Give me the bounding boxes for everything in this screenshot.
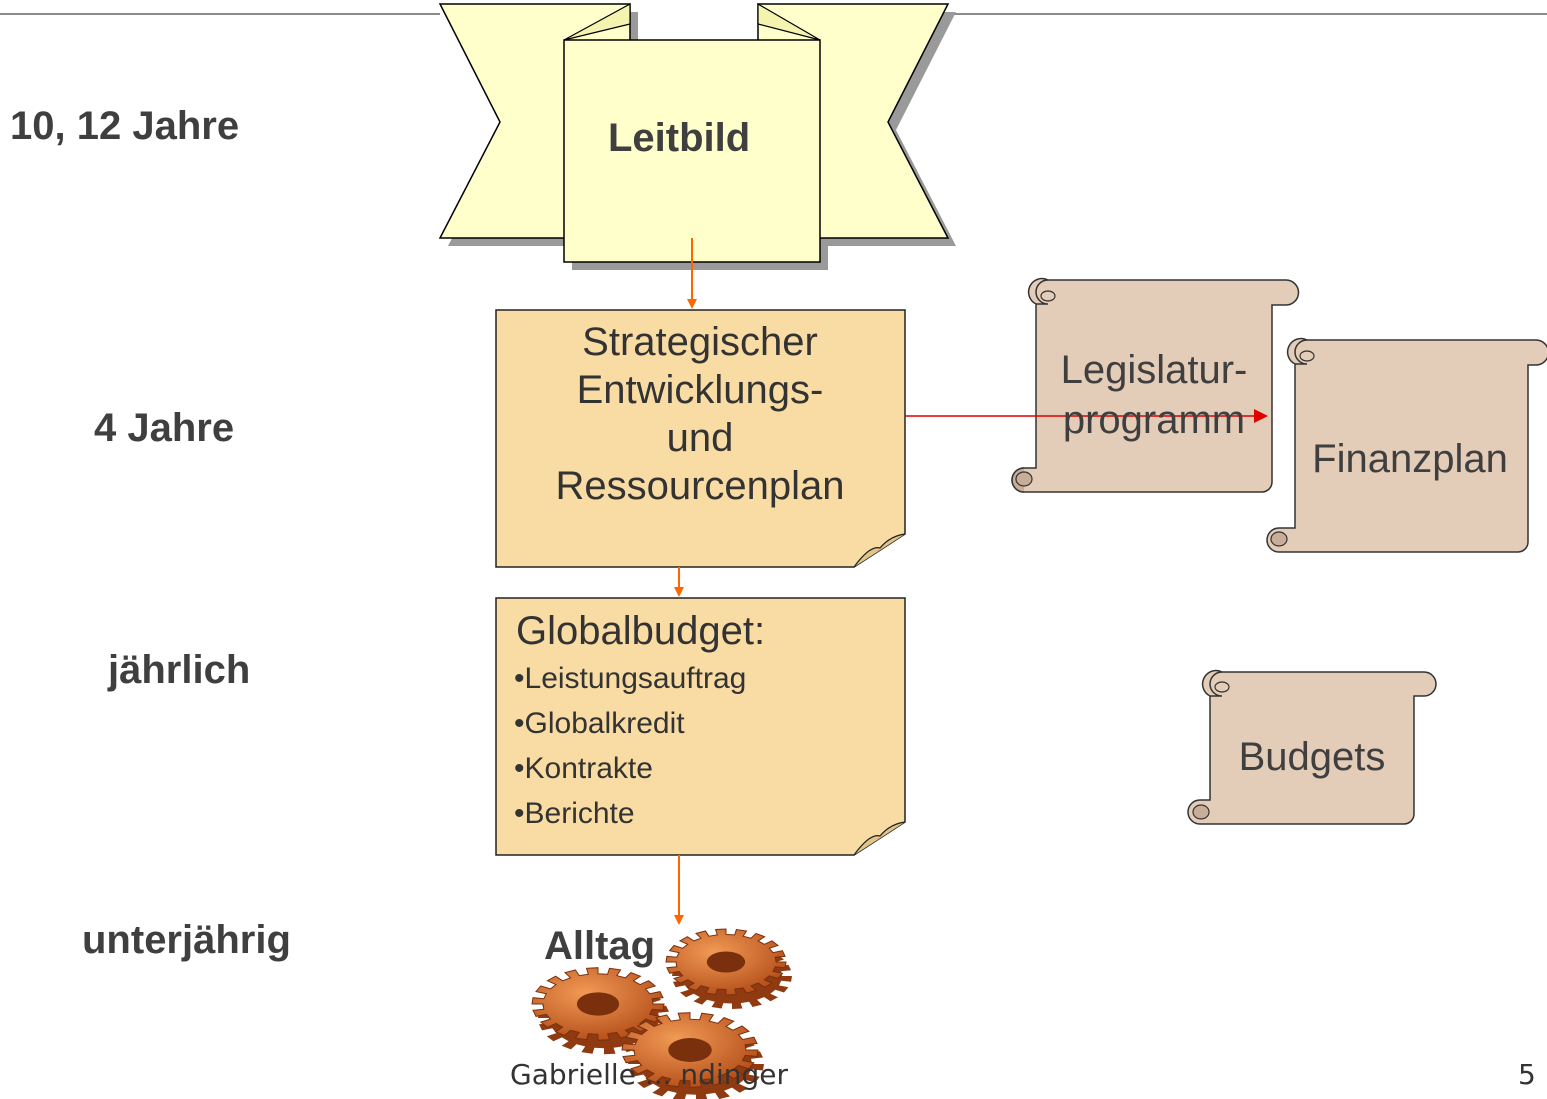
strategic-plan-line-4: Ressourcenplan — [555, 464, 845, 508]
leitbild-label: Leitbild — [608, 116, 751, 160]
strategic-plan-line-2: Entwicklungs- — [576, 368, 824, 412]
timeframe-yearly: jährlich — [108, 648, 251, 692]
global-budget-item: •Globalkredit — [514, 707, 685, 740]
finanzplan-text: Finanzplan — [1312, 437, 1508, 481]
strategic-plan-line-1: Strategischer — [582, 320, 818, 364]
gear-front-icon — [621, 1012, 764, 1099]
global-budget-title: Globalbudget: — [516, 609, 766, 653]
global-budget-item: •Leistungsauftrag — [514, 662, 747, 695]
gears-icon — [531, 928, 792, 1099]
legislatur-text: Legislatur- programm — [1036, 345, 1272, 445]
global-budget-item: •Berichte — [514, 797, 635, 830]
alltag-label: Alltag — [544, 924, 656, 968]
strategic-plan-note — [495, 309, 906, 568]
leitbild-banner — [438, 2, 956, 270]
strategic-plan-text: Strategischer Entwicklungs- und Ressourc… — [500, 318, 900, 510]
timeframe-within-year: unterjährig — [82, 918, 291, 962]
global-budget-item: •Kontrakte — [514, 752, 653, 785]
global-budget-text: Globalbudget: •Leistungsauftrag •Globalk… — [514, 606, 766, 836]
gear-back-icon — [665, 928, 792, 1009]
footer-author: Gabrielle ... ndinger — [510, 1058, 788, 1091]
finanzplan-scroll — [1266, 337, 1547, 553]
page-number: 5 — [1518, 1058, 1536, 1091]
global-budget-note — [495, 597, 906, 856]
budgets-text: Budgets — [1238, 735, 1386, 779]
timeframe-10-12-years: 10, 12 Jahre — [10, 104, 240, 148]
legislatur-line-1: Legislatur- — [1060, 348, 1248, 392]
timeframe-4-years: 4 Jahre — [94, 406, 235, 450]
strategic-plan-line-3: und — [666, 416, 734, 460]
legislatur-line-2: programm — [1062, 398, 1246, 442]
budgets-scroll — [1187, 669, 1437, 825]
legislatur-scroll — [1011, 277, 1300, 493]
